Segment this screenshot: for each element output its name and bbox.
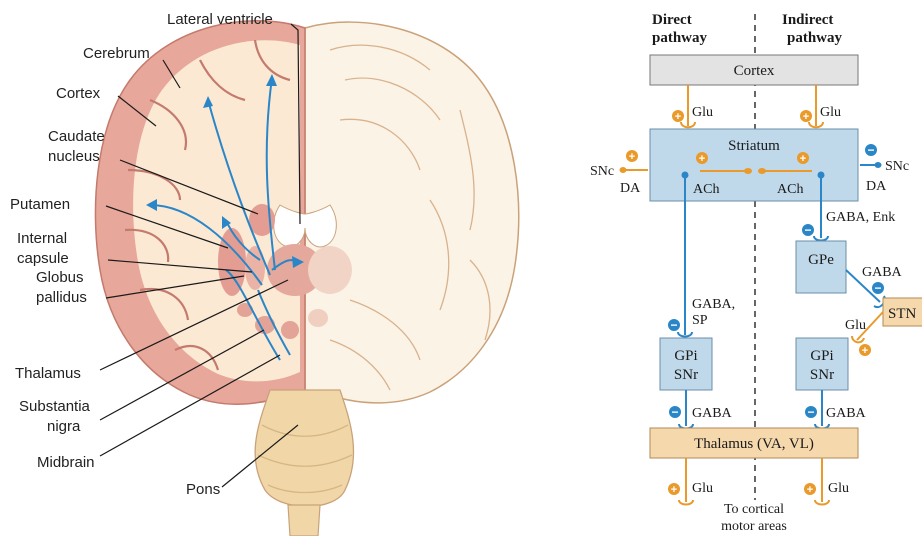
label-cortex: Cortex (56, 85, 101, 102)
cortex-label: Cortex (734, 63, 775, 79)
label-substantia-line1: Substantia (19, 398, 91, 415)
direct-soma (682, 172, 689, 179)
thalamus-right-shape (308, 246, 352, 294)
header-indirect-line1: Indirect (782, 12, 833, 28)
plus-glyph-5: + (629, 151, 635, 163)
plus-glyph-4: + (800, 153, 806, 165)
ach-label-right: ACh (777, 182, 803, 197)
label-caudate-line1: Caudate (48, 128, 105, 145)
gaba-label-right: GABA (826, 406, 867, 421)
target-label-line1: To cortical (724, 502, 784, 517)
minus-glyph-4: − (874, 281, 881, 295)
gpe-label: GPe (808, 252, 834, 268)
nucleus-2 (281, 321, 299, 339)
label-cerebrum: Cerebrum (83, 45, 150, 62)
glu-label-right: Glu (820, 105, 841, 120)
ach-label-left: ACh (693, 182, 719, 197)
plus-glyph-8: + (807, 484, 813, 496)
snc-label-left: SNc (590, 164, 614, 179)
substantia-shape (255, 316, 275, 334)
glu-label-left: Glu (692, 105, 713, 120)
gpi-left-label-line1: GPi (674, 348, 697, 364)
label-globus-line1: Globus (36, 269, 84, 286)
medulla-shape (288, 505, 320, 536)
minus-glyph-5: − (671, 405, 678, 419)
gpi-left-label-line2: SNr (674, 367, 698, 383)
glu-stn-label: Glu (845, 318, 866, 333)
target-label-line2: motor areas (721, 519, 787, 534)
label-putamen: Putamen (10, 196, 70, 213)
glu-out-label-left: Glu (692, 481, 713, 496)
gaba-sp-label-line1: GABA, (692, 297, 735, 312)
snc-right-soma (875, 162, 882, 168)
plus-glyph-2: + (803, 111, 809, 123)
header-direct-line2: pathway (652, 30, 708, 46)
da-label-right: DA (866, 179, 887, 194)
indirect-soma (818, 172, 825, 179)
label-substantia-line2: nigra (47, 418, 81, 435)
header-direct-line1: Direct (652, 12, 692, 28)
ach-left-soma (744, 168, 752, 174)
striatum-label: Striatum (728, 138, 780, 154)
snc-label-right: SNc (885, 159, 909, 174)
minus-glyph-6: − (807, 405, 814, 419)
nucleus-3 (308, 309, 328, 327)
label-thalamus: Thalamus (15, 365, 81, 382)
label-lateral-ventricle: Lateral ventricle (167, 11, 273, 28)
gaba-sp-label-line2: SP (692, 313, 708, 328)
label-midbrain: Midbrain (37, 454, 95, 471)
gpi-right-label-line1: GPi (810, 348, 833, 364)
label-internal-line1: Internal (17, 230, 67, 247)
gaba-label-left: GABA (692, 406, 733, 421)
minus-glyph-1: − (867, 143, 874, 157)
header-indirect-line2: pathway (787, 30, 843, 46)
circuit-diagram: Direct pathway Indirect pathway Cortex +… (590, 12, 922, 534)
plus-glyph-7: + (671, 484, 677, 496)
gpi-right-label-line2: SNr (810, 367, 834, 383)
plus-glyph-3: + (699, 153, 705, 165)
label-globus-line2: pallidus (36, 289, 87, 306)
gaba-enk-label: GABA, Enk (826, 210, 895, 225)
label-internal-line2: capsule (17, 250, 69, 267)
stn-label: STN (888, 306, 917, 322)
plus-glyph-6: + (862, 345, 868, 357)
ach-right-soma (758, 168, 766, 174)
glu-out-label-right: Glu (828, 481, 849, 496)
gaba-gpe-label: GABA (862, 265, 903, 280)
minus-glyph-3: − (804, 223, 811, 237)
snc-left-soma (620, 167, 627, 173)
thalamus-label: Thalamus (VA, VL) (694, 436, 814, 452)
da-label-left: DA (620, 181, 641, 196)
plus-glyph-1: + (675, 111, 681, 123)
brain-illustration (95, 21, 518, 536)
minus-glyph-2: − (670, 318, 677, 332)
right-hemisphere (305, 22, 519, 403)
label-pons: Pons (186, 481, 220, 498)
label-caudate-line2: nucleus (48, 148, 100, 165)
